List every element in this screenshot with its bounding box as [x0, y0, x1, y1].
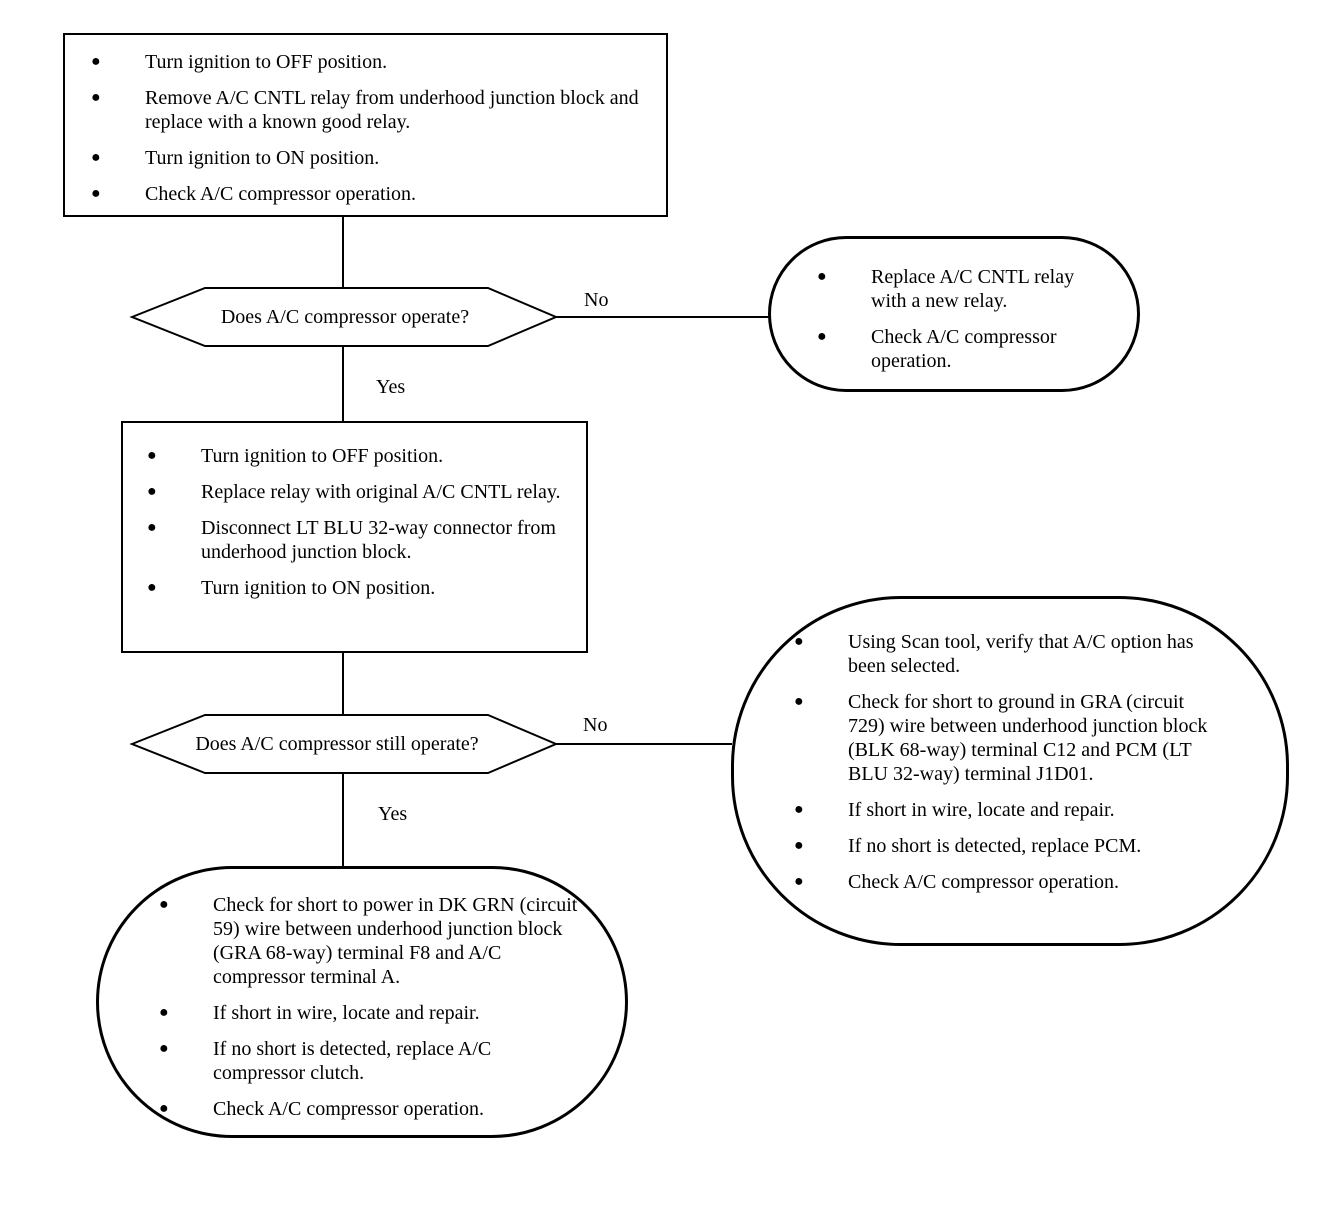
result-power-short-item: Check A/C compressor operation.	[139, 1097, 585, 1121]
step1-list: Turn ignition to OFF position. Remove A/…	[71, 50, 646, 206]
step1-item: Turn ignition to ON position.	[71, 146, 646, 170]
step2-item: Turn ignition to ON position.	[127, 576, 572, 600]
step1-item: Check A/C compressor operation.	[71, 182, 646, 206]
decision-q1-no-label: No	[584, 289, 609, 311]
result-power-short-list: Check for short to power in DK GRN (circ…	[139, 893, 585, 1121]
decision-diamond-q1	[129, 287, 559, 347]
step2-box: Turn ignition to OFF position. Replace r…	[121, 421, 588, 653]
result-replace-relay-item: Check A/C compressor operation.	[797, 325, 1097, 373]
result-replace-relay-box: Replace A/C CNTL relay with a new relay.…	[768, 236, 1140, 392]
step1-item: Remove A/C CNTL relay from underhood jun…	[71, 86, 646, 134]
result-ground-short-item: If no short is detected, replace PCM.	[774, 834, 1220, 858]
step2-item: Disconnect LT BLU 32-way connector from …	[127, 516, 572, 564]
result-power-short-item: Check for short to power in DK GRN (circ…	[139, 893, 585, 989]
result-ground-short-box: Using Scan tool, verify that A/C option …	[731, 596, 1289, 946]
step2-item: Turn ignition to OFF position.	[127, 444, 572, 468]
result-ground-short-list: Using Scan tool, verify that A/C option …	[774, 630, 1220, 894]
step2-list: Turn ignition to OFF position. Replace r…	[127, 444, 572, 600]
result-power-short-box: Check for short to power in DK GRN (circ…	[96, 866, 628, 1138]
step2-item: Replace relay with original A/C CNTL rel…	[127, 480, 572, 504]
result-ground-short-item: If short in wire, locate and repair.	[774, 798, 1220, 822]
result-ground-short-item: Using Scan tool, verify that A/C option …	[774, 630, 1220, 678]
decision-q1-question: Does A/C compressor operate?	[220, 306, 470, 328]
step1-box: Turn ignition to OFF position. Remove A/…	[63, 33, 668, 217]
result-ground-short-item: Check A/C compressor operation.	[774, 870, 1220, 894]
step1-item: Turn ignition to OFF position.	[71, 50, 646, 74]
result-ground-short-item: Check for short to ground in GRA (circui…	[774, 690, 1220, 786]
result-replace-relay-list: Replace A/C CNTL relay with a new relay.…	[797, 265, 1097, 373]
decision-q2-no-label: No	[583, 714, 608, 736]
result-power-short-item: If no short is detected, replace A/C com…	[139, 1037, 585, 1085]
result-replace-relay-item: Replace A/C CNTL relay with a new relay.	[797, 265, 1097, 313]
decision-q1-yes-label: Yes	[376, 376, 406, 398]
result-power-short-item: If short in wire, locate and repair.	[139, 1001, 585, 1025]
decision-q2-question: Does A/C compressor still operate?	[195, 733, 479, 755]
decision-q2-yes-label: Yes	[378, 803, 408, 825]
decision-diamond-q2	[129, 714, 559, 774]
